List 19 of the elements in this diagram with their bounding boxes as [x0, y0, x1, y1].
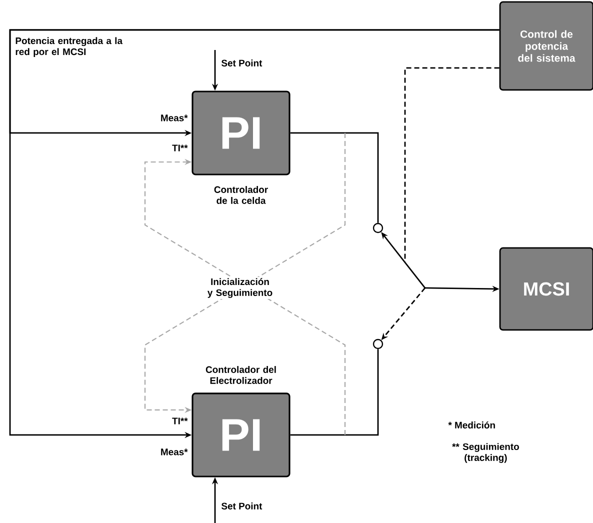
- text-label: Set Point: [221, 502, 262, 510]
- text-label: ** Seguimiento (tracking): [452, 443, 519, 463]
- arrow: [144, 158, 346, 435]
- text-label: * Medición: [448, 421, 495, 428]
- connector-line: [290, 132, 379, 223]
- text-label: Inicialización y Seguimiento: [205, 277, 275, 299]
- node-caption: Controlador de la celda: [214, 186, 268, 204]
- switch-contact: [372, 222, 384, 234]
- node-caption: Controlador del Electrolizador: [206, 366, 276, 384]
- text-label: Potencia entregada a la red por el MCSI: [16, 37, 123, 57]
- switch-contact: [372, 338, 384, 350]
- text-label: TI**: [172, 418, 188, 424]
- controller-box: PI: [192, 392, 290, 478]
- connector-line: [290, 349, 379, 436]
- text-label: Set Point: [221, 60, 262, 66]
- connector-line: [404, 67, 500, 262]
- control-box: Control de potencia del sistema: [499, 1, 593, 91]
- mcsi-box: MCSI: [499, 247, 593, 331]
- controller-box: PI: [192, 90, 290, 176]
